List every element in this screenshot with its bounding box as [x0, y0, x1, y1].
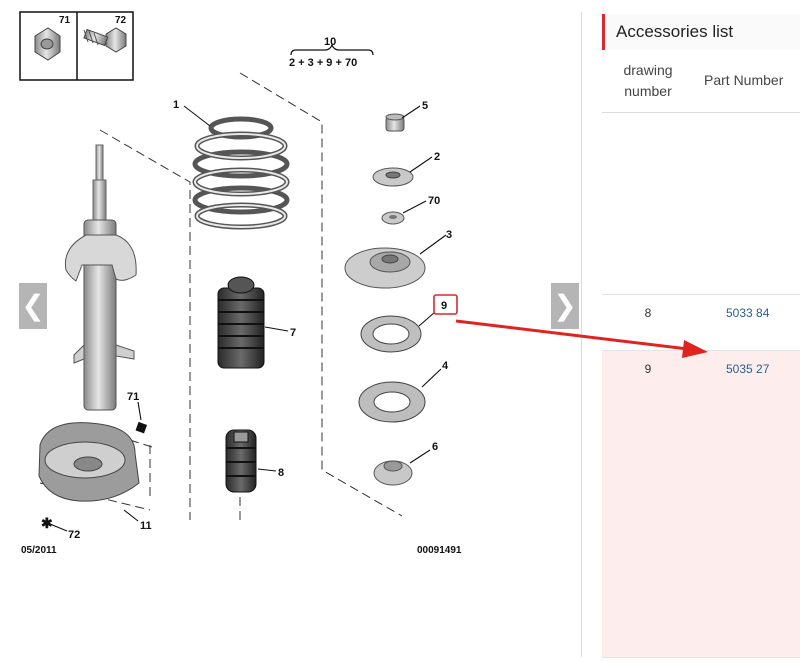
- parts-diagram: 71 72 10 2 + 3 + 9 + 70: [19, 11, 462, 556]
- spring-seat: [38, 422, 140, 502]
- drawing-number-cell: 9: [644, 362, 652, 376]
- table-row[interactable]: 8 5033 84: [602, 295, 800, 351]
- small-washer: [381, 211, 405, 225]
- part-number-link[interactable]: 5035 27: [726, 362, 770, 376]
- table-row-selected[interactable]: 9 5035 27: [602, 351, 800, 658]
- label-71: 71: [127, 391, 139, 403]
- label-7: 7: [290, 327, 296, 339]
- diagram-date: 05/2011: [21, 545, 57, 556]
- label-71-top: 71: [59, 15, 71, 26]
- bump-stop: [225, 429, 257, 493]
- label-10: 10: [324, 36, 336, 48]
- top-bush: [385, 113, 405, 132]
- part-number-link[interactable]: 5033 84: [726, 306, 770, 320]
- nut-icon: [34, 27, 61, 61]
- drawing-number-cell: 8: [644, 306, 652, 320]
- diagram-code: 00091491: [417, 545, 462, 556]
- label-5: 5: [422, 100, 428, 112]
- label-11: 11: [140, 520, 152, 532]
- fastener-inset: 71 72: [19, 11, 134, 81]
- svg-text:✱: ✱: [41, 515, 53, 531]
- previous-arrow-button[interactable]: ❮: [19, 283, 47, 329]
- label-4: 4: [442, 360, 449, 372]
- label-8: 8: [278, 467, 284, 479]
- bearing-cup: [358, 381, 426, 423]
- table-row-empty: [602, 113, 800, 295]
- panel-divider: [581, 12, 582, 657]
- lower-pad: [373, 460, 413, 486]
- highlight-box-9: [433, 294, 458, 315]
- label-2: 2: [434, 151, 440, 163]
- dust-bellows: [217, 276, 265, 369]
- label-1: 1: [173, 99, 179, 111]
- next-arrow-button[interactable]: ❯: [551, 283, 579, 329]
- panel-title: Accessories list: [602, 14, 800, 50]
- fastener-marker: [135, 421, 148, 434]
- strut-mount: [344, 247, 426, 289]
- label-70: 70: [428, 195, 440, 207]
- cup-washer: [372, 167, 414, 187]
- table-header: drawing number Part Number: [602, 54, 800, 113]
- column-drawing-number: drawing number: [623, 62, 673, 99]
- label-6: 6: [432, 441, 438, 453]
- thrust-bearing: [360, 315, 422, 353]
- label-9: 9: [441, 300, 447, 312]
- label-72-top: 72: [115, 15, 127, 26]
- label-3: 3: [446, 229, 452, 241]
- label-10-formula: 2 + 3 + 9 + 70: [289, 57, 357, 69]
- column-part-number: Part Number: [704, 72, 784, 88]
- label-72: 72: [68, 529, 80, 541]
- accessories-panel: Accessories list drawing number Part Num…: [602, 14, 800, 658]
- shock-absorber-strut: [64, 144, 137, 411]
- bolt-icon: [83, 27, 127, 53]
